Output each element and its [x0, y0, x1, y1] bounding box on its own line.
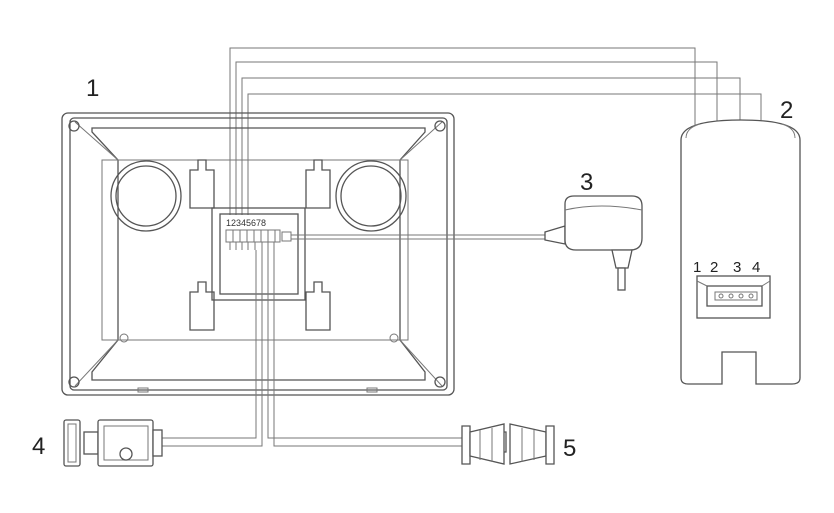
- callout-power-adapter: 3: [580, 169, 593, 196]
- mounting-hook-icon: [189, 159, 331, 331]
- power-adapter-icon: [544, 195, 643, 291]
- monitor-unit: 12345678: [61, 112, 455, 396]
- terminal-block: [225, 229, 292, 250]
- screw-icon: [68, 376, 80, 388]
- callout-door-lock: 4: [32, 433, 45, 460]
- callout-speaker-siren: 5: [563, 435, 576, 462]
- terminal-numbers: 12345678: [226, 218, 266, 228]
- siren-icon: [461, 423, 555, 465]
- screw-icon: [68, 120, 80, 132]
- screw-icon: [434, 376, 446, 388]
- lock-speaker-wires: [160, 250, 468, 447]
- callout-outdoor-unit: 2: [780, 97, 793, 124]
- left-speaker-icon: [110, 160, 182, 232]
- right-speaker-icon: [335, 160, 407, 232]
- outdoor-terminal-label: 1: [693, 259, 701, 276]
- outdoor-terminal-label: 2: [710, 259, 718, 276]
- outdoor-terminal-label: 4: [752, 259, 760, 276]
- screw-icon: [434, 120, 446, 132]
- callout-monitor: 1: [86, 75, 99, 102]
- outdoor-terminal-label: 3: [733, 259, 741, 276]
- door-lock-icon: [63, 419, 163, 467]
- outdoor-unit: 1 2 3 4: [680, 119, 801, 385]
